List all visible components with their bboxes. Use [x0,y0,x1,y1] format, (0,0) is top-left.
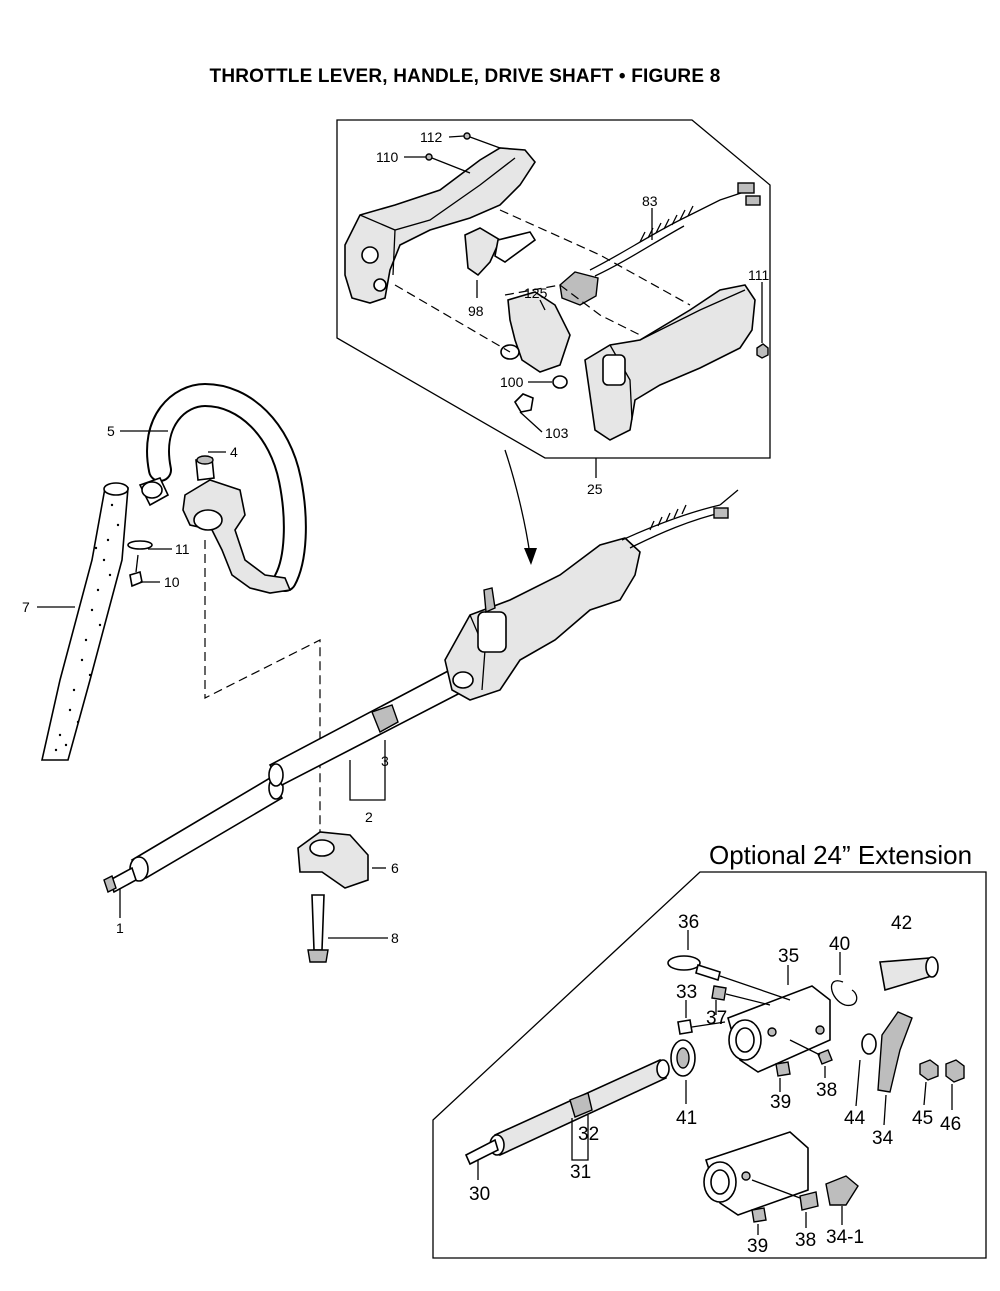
callout-25: 25 [587,481,603,497]
screws-33-37 [677,985,771,1035]
callout-45: 45 [912,1108,933,1129]
shaft-clamp [297,831,369,963]
callout-125: 125 [524,285,548,301]
callout-39b: 39 [747,1236,768,1257]
callout-46: 46 [940,1114,961,1135]
callout-35: 35 [778,946,799,967]
callout-38: 38 [816,1080,837,1101]
throttle-cable [589,182,761,277]
callout-111: 111 [748,267,769,283]
extension-coupler [727,985,831,1073]
extension-leader-lines [477,930,953,1235]
assembly-arrow [504,449,537,565]
knob-hardware [775,1011,965,1093]
handle-clamp [127,455,292,594]
main-leader-lines [37,430,388,939]
snap-ring [830,980,858,1007]
stop-switch [559,271,599,306]
callout-34-1: 34-1 [826,1227,864,1248]
extension-shaft [464,1058,670,1166]
extension-frame [432,871,987,1259]
callout-38b: 38 [795,1230,816,1251]
handle-half-right [584,284,756,441]
callout-31: 31 [570,1162,591,1183]
callout-112: 112 [420,129,443,145]
figure-title: THROTTLE LEVER, HANDLE, DRIVE SHAFT • FI… [209,66,721,87]
callout-11: 11 [175,541,190,557]
callout-6: 6 [391,860,399,876]
callout-10: 10 [164,574,180,590]
callout-33: 33 [676,982,697,1003]
callout-103: 103 [545,425,569,441]
callout-44: 44 [844,1108,866,1129]
callout-100: 100 [500,374,524,390]
bearing [670,1039,696,1077]
callout-32: 32 [578,1124,599,1145]
extension-cover [879,956,939,992]
callout-37: 37 [706,1008,727,1029]
secondary-coupler [703,1131,859,1223]
callout-4: 4 [230,444,238,460]
callout-39: 39 [770,1092,791,1113]
eye-bolt [667,955,791,1001]
callout-40: 40 [829,934,850,955]
callout-83: 83 [642,193,658,209]
callout-98: 98 [468,303,484,319]
callout-36: 36 [678,912,699,933]
callout-5: 5 [107,423,115,439]
callout-7: 7 [22,599,30,615]
callout-2: 2 [365,809,373,825]
foam-grip [41,482,129,761]
callout-30: 30 [469,1184,490,1205]
d-handle-loop [146,382,307,592]
callout-41: 41 [676,1108,697,1129]
callout-1: 1 [116,920,124,936]
throttle-housing [444,489,739,701]
callout-42: 42 [891,913,912,934]
assembly-hardware [425,132,769,413]
callout-34: 34 [872,1128,894,1149]
extension-title: Optional 24” Extension [709,840,973,870]
upper-leader-lines [404,135,763,478]
callout-3: 3 [381,753,389,769]
handle-assembly-frame [336,119,771,459]
callout-8: 8 [391,930,399,946]
drive-shaft [103,668,464,894]
callout-110: 110 [376,149,399,165]
throttle-trigger [464,227,571,373]
handle-half-left [344,147,536,304]
callout-labels: 112 110 83 111 125 98 100 103 25 5 4 11 … [22,129,961,1257]
